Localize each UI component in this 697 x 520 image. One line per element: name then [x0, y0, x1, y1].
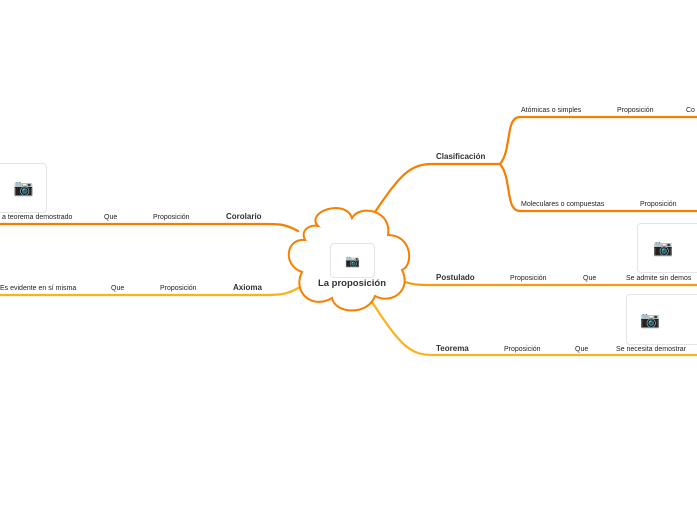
camera-icon: 📷 — [640, 311, 660, 329]
teorema-image-placeholder[interactable]: 📷 — [626, 294, 697, 345]
topic-axioma[interactable]: Axioma — [233, 283, 262, 292]
moleculares-item-1[interactable]: Proposición — [640, 201, 677, 208]
corolario-item-3[interactable]: a teorema demostrado — [2, 214, 73, 221]
atomicas-item-1[interactable]: Proposición — [617, 107, 654, 114]
line-clasificacion — [373, 162, 502, 214]
line-moleculares — [498, 162, 697, 213]
postulado-item-3[interactable]: Se admite sin demos — [626, 275, 692, 282]
central-topic[interactable]: La proposición — [317, 278, 387, 289]
axioma-item-1[interactable]: Proposición — [160, 285, 197, 292]
postulado-image-placeholder[interactable]: 📷 — [637, 223, 697, 273]
topic-postulado[interactable]: Postulado — [436, 273, 475, 282]
corolario-item-1[interactable]: Proposición — [153, 214, 190, 221]
topic-teorema[interactable]: Teorema — [436, 344, 469, 353]
line-atomicas — [498, 115, 697, 166]
corolario-image-placeholder[interactable]: 📷 — [0, 163, 47, 213]
corolario-item-2[interactable]: Que — [104, 214, 118, 221]
camera-icon: 📷 — [345, 253, 360, 268]
line-axioma — [0, 285, 302, 297]
axioma-item-2[interactable]: Que — [111, 285, 125, 292]
topic-clasificacion[interactable]: Clasificación — [436, 152, 486, 161]
postulado-item-1[interactable]: Proposición — [510, 275, 547, 282]
central-image-placeholder[interactable]: 📷 — [330, 243, 375, 278]
subtopic-atomicas[interactable]: Atómicas o simples — [521, 107, 582, 114]
camera-icon: 📷 — [13, 180, 34, 197]
teorema-item-3[interactable]: Se necesita demostrar — [616, 346, 687, 353]
camera-icon: 📷 — [653, 240, 673, 257]
topic-corolario[interactable]: Corolario — [226, 212, 262, 221]
postulado-item-2[interactable]: Que — [583, 275, 597, 282]
line-teorema — [370, 300, 697, 357]
subtopic-moleculares[interactable]: Moleculares o compuestas — [521, 201, 605, 208]
teorema-item-2[interactable]: Que — [575, 346, 589, 353]
line-corolario — [0, 222, 300, 233]
teorema-item-1[interactable]: Proposición — [504, 346, 541, 353]
axioma-item-3[interactable]: Es evidente en sí misma — [0, 285, 77, 292]
line-postulado — [403, 280, 697, 287]
atomicas-item-2[interactable]: Co — [686, 107, 695, 114]
